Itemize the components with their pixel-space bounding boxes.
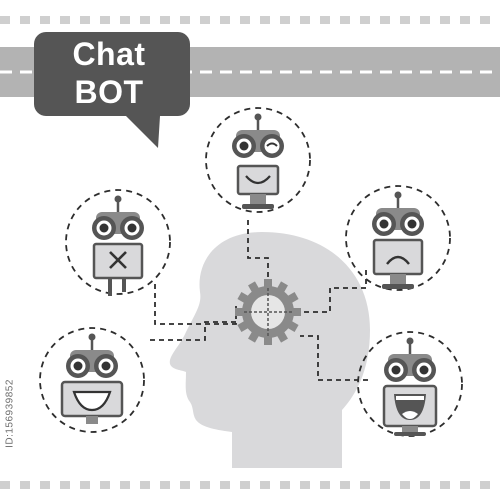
bubble-text-chat: Chat xyxy=(72,36,146,72)
speech-bubble-icon xyxy=(34,32,190,148)
robot-sad xyxy=(345,185,451,291)
robot-laugh xyxy=(357,331,463,437)
stock-id-label: ID:156939852 xyxy=(3,360,17,470)
robot-dead xyxy=(65,189,171,296)
gear-icon xyxy=(235,279,301,345)
robot-grin xyxy=(39,327,145,433)
stock-id-text: ID:156939852 xyxy=(4,379,16,448)
bubble-text-bot: BOT xyxy=(74,74,144,110)
head-silhouette-icon xyxy=(169,232,370,468)
robot-wink xyxy=(205,107,311,213)
